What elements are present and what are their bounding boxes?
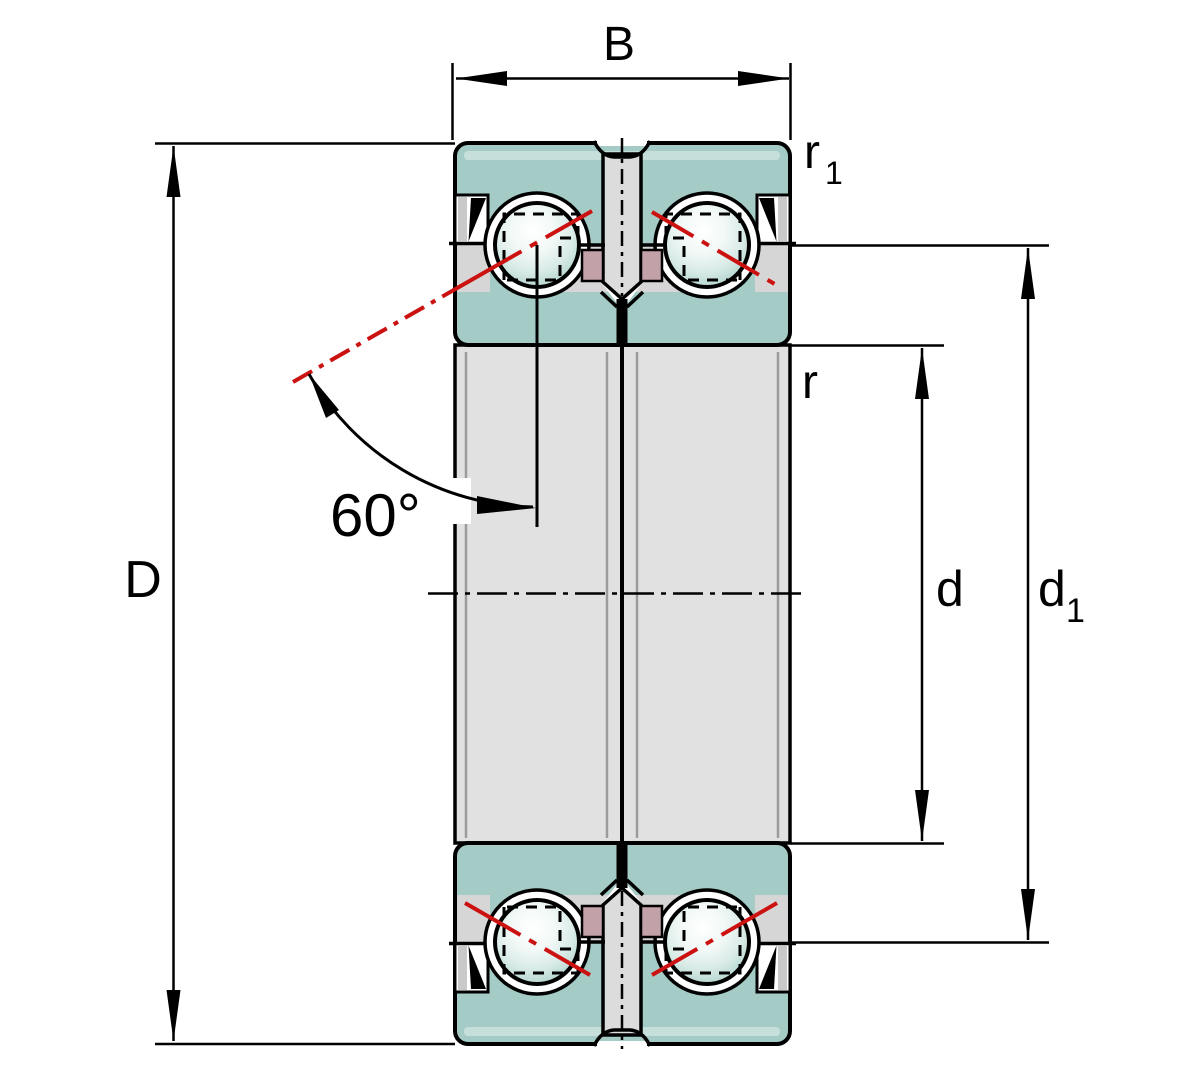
dimension-arrowhead-icon <box>915 790 929 841</box>
cage-cross-section <box>580 904 605 939</box>
contact-line <box>651 901 778 977</box>
shoulder <box>755 895 788 943</box>
washer-split-gap <box>616 299 628 345</box>
r-label: r <box>802 356 818 409</box>
outer-diameter-label: D <box>124 551 162 609</box>
dimension-arrowhead-icon <box>456 71 507 86</box>
dimension-d-bore: d <box>791 344 964 845</box>
r1-label-subscript: 1 <box>825 155 843 191</box>
d1-label: d <box>1038 561 1066 617</box>
dimension-d1: d 1 <box>791 244 1085 944</box>
seal-slot-bar <box>458 946 467 990</box>
dimension-arrowhead-icon <box>166 146 181 197</box>
cage-dashed-outline <box>502 212 580 282</box>
dimension-arrowhead-icon <box>738 71 789 86</box>
seal-arrow-icon <box>468 198 486 242</box>
chamfer-line <box>625 878 645 897</box>
chamfer-line <box>625 290 645 309</box>
bore-label: d <box>936 561 964 617</box>
seal-slot-bar <box>778 946 787 990</box>
width-label: B <box>603 18 635 71</box>
dimension-b: B <box>451 18 792 140</box>
cage-cross-section <box>580 248 605 283</box>
cage-dashed-outline <box>664 212 742 282</box>
annotation-clearance <box>447 478 471 524</box>
r1-label: r <box>804 126 820 179</box>
top-notch-curve <box>592 140 652 159</box>
d1-label-subscript: 1 <box>1066 592 1085 630</box>
bottom-bearing-row <box>449 841 796 1049</box>
contact-axis-dashdot <box>292 289 453 384</box>
bottom-notch-clear <box>597 1041 647 1049</box>
dimension-arrowhead-icon <box>915 348 929 399</box>
contact-line <box>451 209 593 293</box>
contact-angle-annotation: 60° <box>292 245 539 549</box>
contact-angle-label: 60° <box>330 482 421 549</box>
dimension-arrowhead-icon <box>1021 889 1035 940</box>
chamfer-line <box>599 290 619 309</box>
ball <box>493 898 581 986</box>
label-r1: r 1 <box>804 126 843 191</box>
seal-slot-bar <box>778 197 787 241</box>
chamfer-line <box>599 878 619 897</box>
dimension-d-outer: D <box>124 142 455 1046</box>
cage-cross-section <box>639 904 664 939</box>
seal-arrow-icon <box>468 945 486 989</box>
label-r: r <box>802 356 818 409</box>
contact-line <box>464 901 591 977</box>
dimension-arrowhead-icon <box>1021 248 1035 299</box>
seal-slot-bar <box>458 197 467 241</box>
seal-arrow-icon <box>759 945 777 989</box>
cage-cross-section <box>639 248 664 283</box>
arc-arrowhead-icon <box>477 496 536 514</box>
contact-line <box>650 210 780 288</box>
washer-split-gap <box>616 843 628 888</box>
cage-dashed-outline <box>664 905 742 975</box>
dimension-arrowhead-icon <box>166 990 181 1041</box>
cage-dashed-outline <box>502 905 580 975</box>
arc-arrowhead-icon <box>309 374 339 418</box>
seal-arrow-icon <box>759 198 777 242</box>
top-bearing-row <box>449 138 796 347</box>
